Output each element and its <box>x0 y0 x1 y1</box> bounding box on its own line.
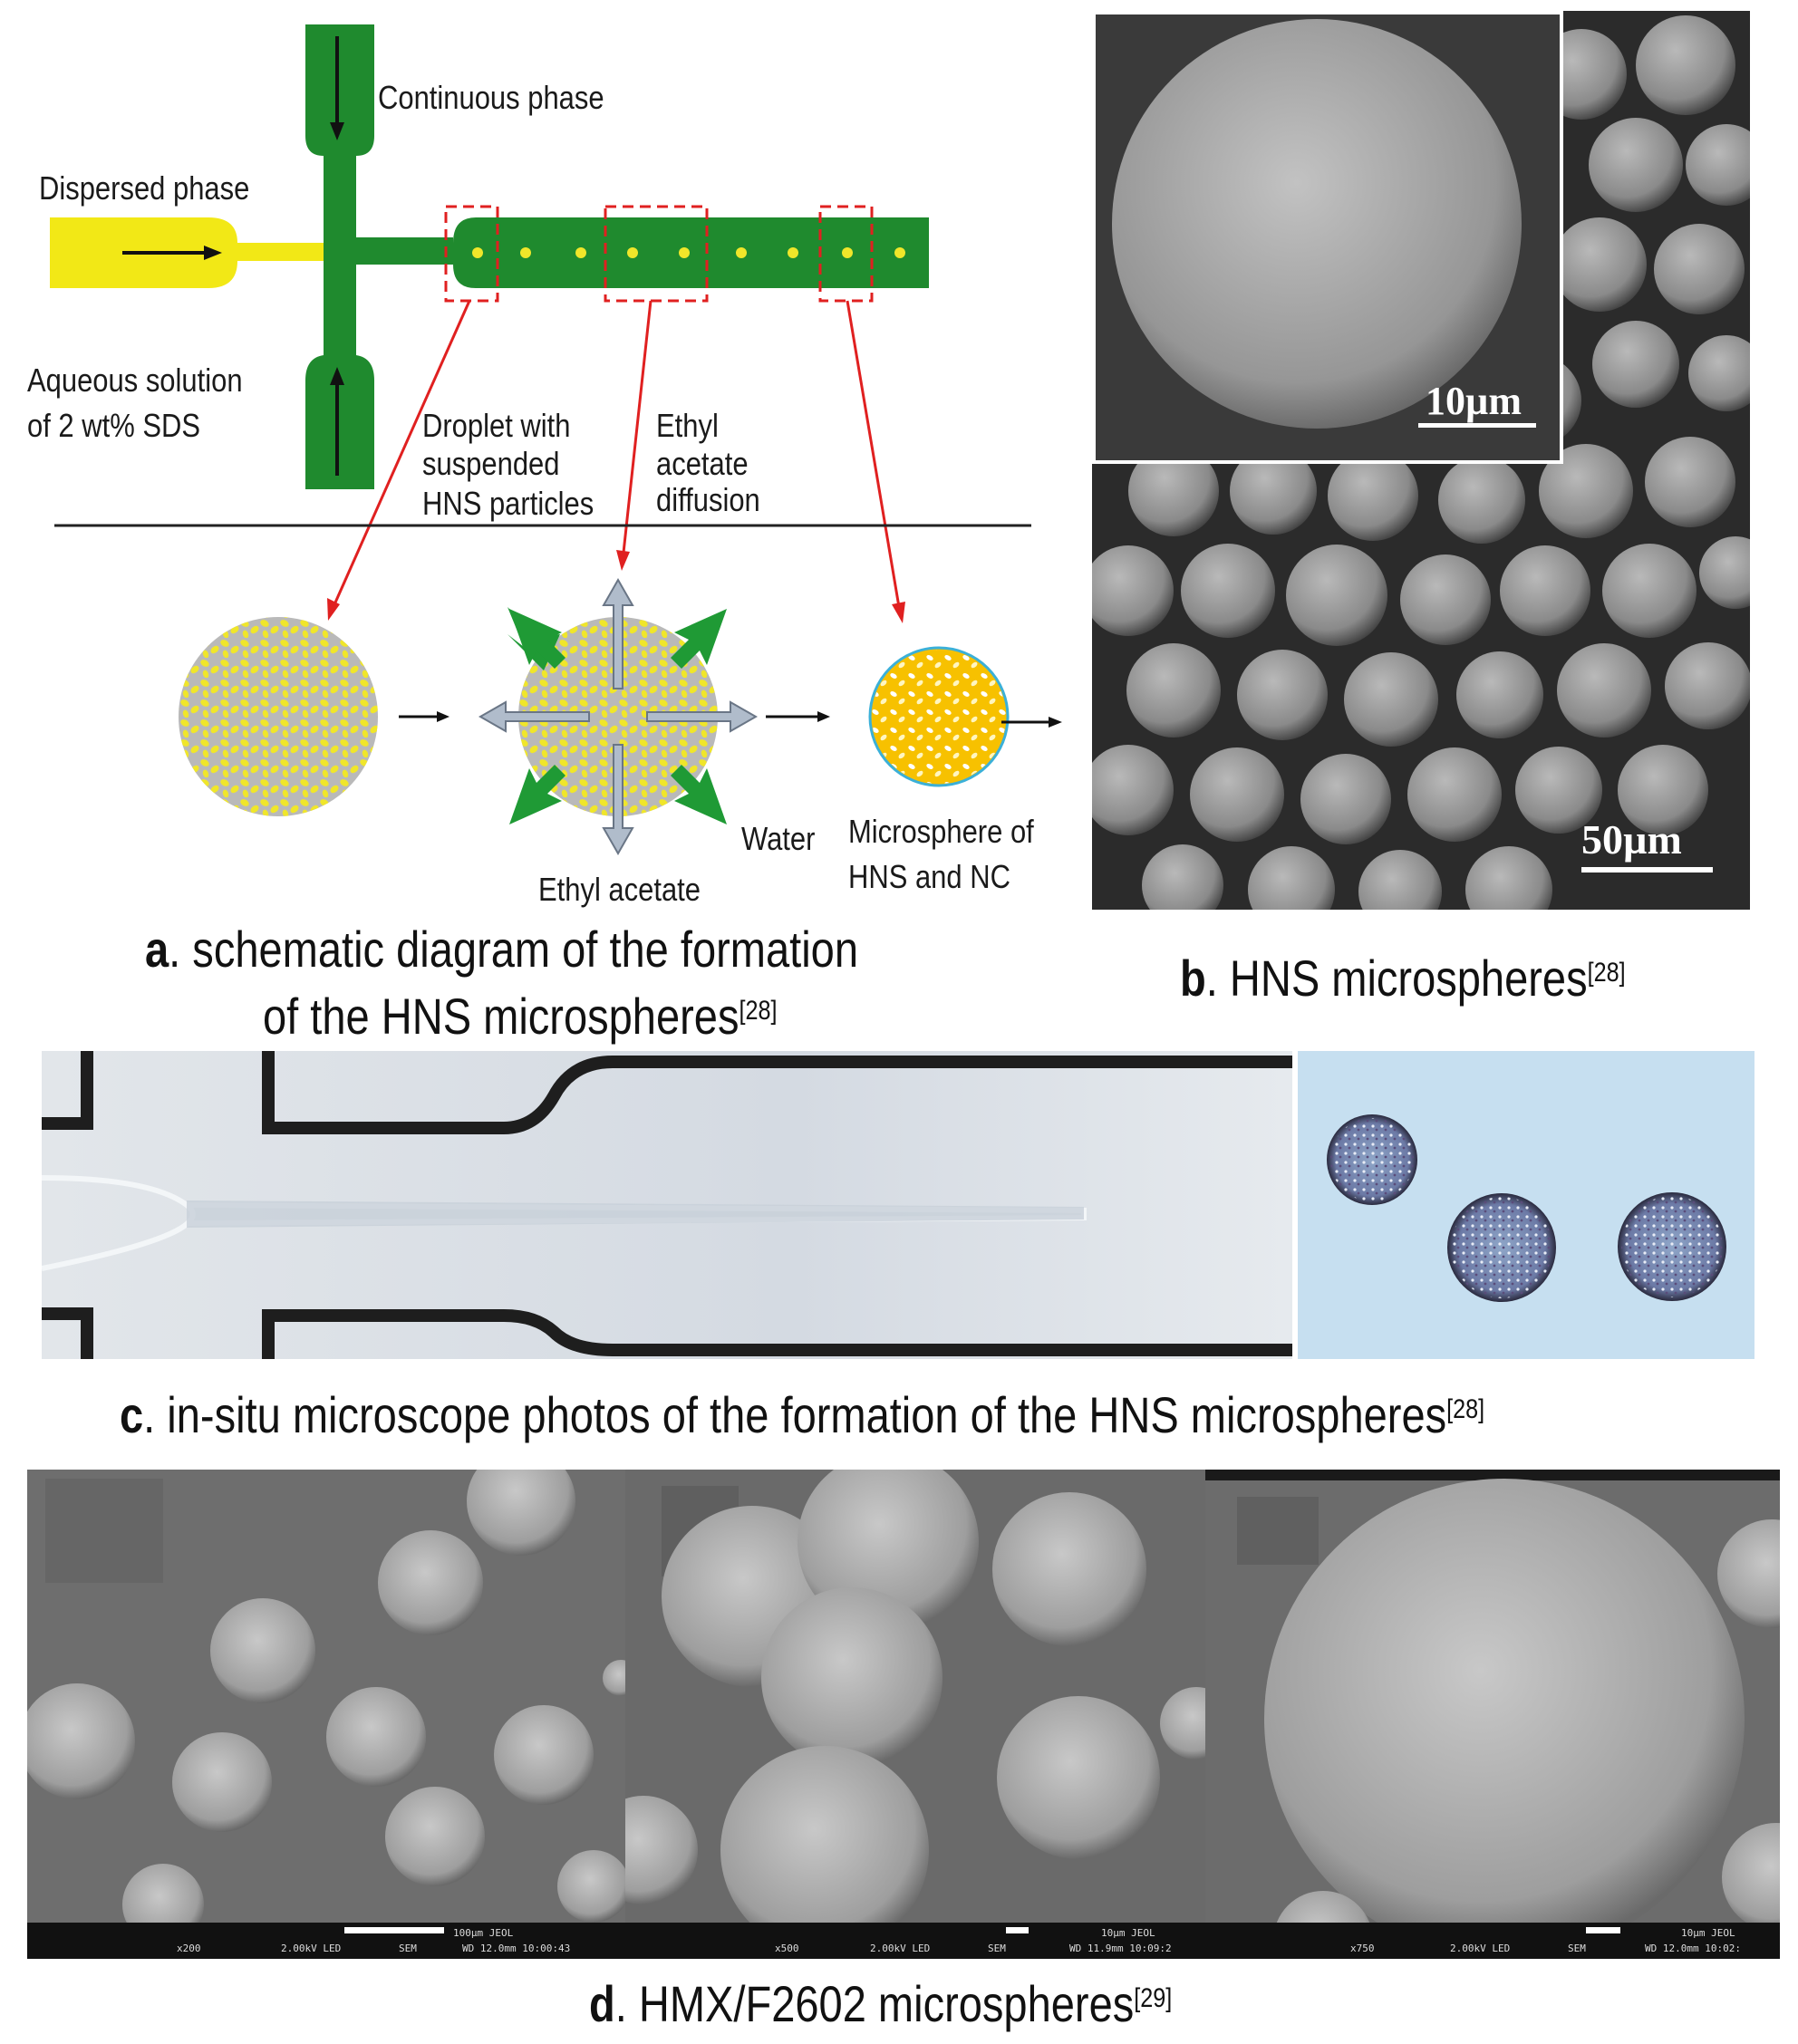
sem-scale-bar <box>1586 1927 1620 1933</box>
sem-kv-text: 2.00kV LED <box>281 1943 341 1954</box>
channel-droplets <box>472 247 905 258</box>
droplet-label-line1: Droplet with <box>422 407 571 444</box>
main-scale-bar <box>1581 867 1713 873</box>
sem-mag-text: x500 <box>775 1943 799 1954</box>
process-arrow-1 <box>399 711 450 722</box>
single-microsphere <box>1112 19 1522 429</box>
droplet-label-line2: suspended <box>422 445 560 482</box>
cross-junction <box>324 232 453 272</box>
inset-scale-bar <box>1418 423 1536 428</box>
caption-b-text: . HNS microspheres <box>1205 950 1588 1007</box>
sem-info-bar <box>27 1923 625 1959</box>
sem-kv-text: 2.00kV LED <box>870 1943 930 1954</box>
caption-b: b. HNS microspheres[28] <box>1180 950 1626 1008</box>
caption-c-letter: c <box>120 1386 144 1443</box>
main-scale-label: 50µm <box>1581 816 1682 863</box>
microsphere-label-line1: Microsphere of <box>848 813 1034 850</box>
dispersed-phase-label: Dispersed phase <box>39 169 250 207</box>
sem-info-bar <box>625 1923 1205 1959</box>
ethyl-diffusion-label-line2: acetate <box>656 445 749 482</box>
caption-d-text: . HMX/F2602 microspheres <box>614 1975 1135 2032</box>
caption-d-letter: d <box>589 1975 615 2032</box>
hmx-sem-x200: 100µm JEOL x200 2.00kV LED SEM WD 12.0mm… <box>27 1470 625 1959</box>
droplet-with-hns-particles <box>179 617 378 816</box>
caption-a-line1: a. schematic diagram of the formation <box>145 921 858 979</box>
sem-mag-text: x200 <box>177 1943 201 1954</box>
sem-info-bar <box>1205 1923 1780 1959</box>
highlight-boxes <box>444 205 874 303</box>
hns-nc-microsphere <box>868 646 1010 787</box>
hns-microspheres-sem-image: 10µm 50µm <box>1092 11 1750 910</box>
channel-walls <box>42 1051 1292 1359</box>
process-arrow-3 <box>1001 717 1062 728</box>
aqueous-solution-label-line2: of 2 wt% SDS <box>27 407 201 444</box>
sem-kv-text: 2.00kV LED <box>1450 1943 1510 1954</box>
flow-arrows <box>122 36 344 476</box>
caption-c-ref: [28] <box>1446 1394 1485 1424</box>
caption-a-text2: of the HNS microspheres <box>263 988 740 1045</box>
sem-scale-text: 100µm JEOL <box>453 1927 514 1939</box>
stream-core <box>187 1200 1084 1228</box>
hmx-microsphere <box>625 1470 1205 1954</box>
droplet-label-line3: HNS particles <box>422 485 594 522</box>
process-arrow-2 <box>766 711 830 722</box>
sem-mode-text: SEM <box>399 1943 417 1954</box>
sem-scale-bar <box>1006 1927 1029 1933</box>
ethyl-acetate-out-arrows <box>478 577 759 856</box>
sem-wd-text: WD 11.9mm 10:09:2 <box>1069 1943 1172 1954</box>
aqueous-solution-label-line1: Aqueous solution <box>27 362 243 399</box>
continuous-phase-label: Continuous phase <box>378 79 604 116</box>
water-label: Water <box>741 820 816 857</box>
sem-scale-bar <box>344 1927 444 1933</box>
caption-c: c. in-situ microscope photos of the form… <box>120 1386 1484 1444</box>
sem-mode-text: SEM <box>988 1943 1006 1954</box>
outlet-channel <box>453 217 929 288</box>
caption-d: d. HMX/F2602 microspheres[29] <box>589 1975 1172 2033</box>
hns-droplet <box>1447 1193 1556 1302</box>
water-in-arrows <box>508 607 727 824</box>
caption-c-text: . in-situ microscope photos of the forma… <box>143 1386 1447 1443</box>
microsphere-label-line2: HNS and NC <box>848 858 1010 895</box>
sem-scale-text: 10µm JEOL <box>1681 1927 1735 1939</box>
sem-mode-text: SEM <box>1568 1943 1586 1954</box>
microfluidic-chip-diagram <box>50 24 1062 856</box>
hmx-microsphere <box>1264 1479 1780 1959</box>
hmx-sem-x750: 10µm JEOL x750 2.00kV LED SEM WD 12.0mm … <box>1205 1470 1780 1959</box>
microchannel-photo <box>42 1051 1292 1359</box>
caption-d-ref: [29] <box>1134 1983 1173 2013</box>
leader-lines <box>327 300 905 623</box>
caption-a-text: . schematic diagram of the formation <box>169 921 858 978</box>
caption-a-letter: a <box>145 921 169 978</box>
caption-a-ref: [28] <box>739 996 778 1026</box>
sem-mag-text: x750 <box>1350 1943 1375 1954</box>
sem-scale-text: 10µm JEOL <box>1101 1927 1155 1939</box>
caption-b-ref: [28] <box>1587 958 1626 988</box>
ethyl-diffusion-label-line1: Ethyl <box>656 407 719 444</box>
hns-droplet <box>1618 1192 1726 1301</box>
caption-b-letter: b <box>1180 950 1206 1007</box>
droplets-photo <box>1298 1051 1754 1359</box>
sem-wd-text: WD 12.0mm 10:00:43 <box>462 1943 570 1954</box>
diffusing-droplet <box>518 617 718 816</box>
ethyl-diffusion-label-line3: diffusion <box>656 481 760 518</box>
hns-droplet <box>1327 1114 1417 1205</box>
sem-wd-text: WD 12.0mm 10:02: <box>1645 1943 1741 1954</box>
hmx-sem-x500: 10µm JEOL x500 2.00kV LED SEM WD 11.9mm … <box>625 1470 1205 1959</box>
ethyl-acetate-label: Ethyl acetate <box>538 871 701 908</box>
inset-scale-label: 10µm <box>1426 379 1522 423</box>
caption-a-line2: of the HNS microspheres[28] <box>263 988 778 1046</box>
